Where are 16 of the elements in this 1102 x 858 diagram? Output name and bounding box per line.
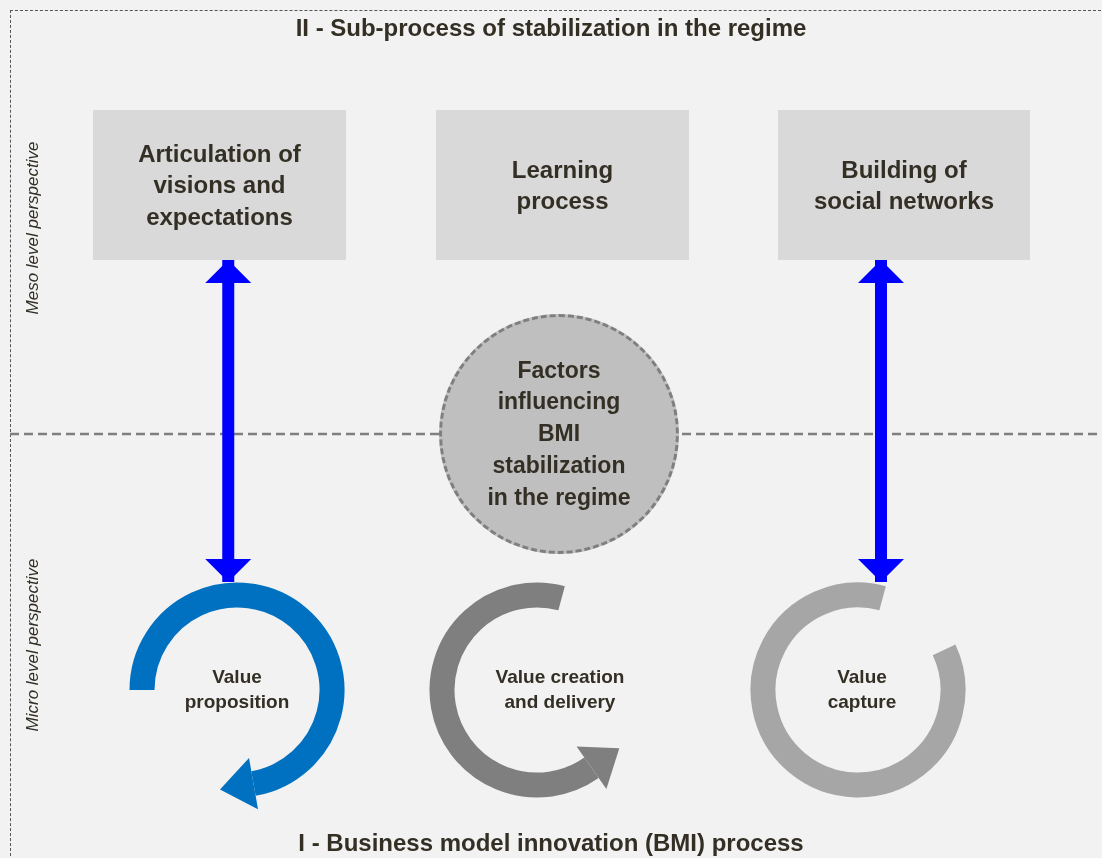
section-heading: II - Sub-process of stabilization in the regime [295,14,807,42]
cycle-label: Value creation and delivery [494,665,626,714]
section-heading: I - Business model innovation (BMI) process [298,829,804,857]
circle-text: Factors influencing BMI stabilization in the regime [486,355,632,512]
box-text: Learning process [510,154,615,216]
cycle-label: Value proposition [183,665,291,714]
cycle-label: Value capture [826,665,898,714]
axis-label: Micro level perspective [23,558,43,732]
process-box [93,110,346,260]
process-box [436,110,689,260]
double-arrow [205,260,252,582]
box-text: Building of social networks [812,154,996,216]
axis-label: Meso level perspective [23,141,43,315]
double-arrow [858,260,904,582]
process-box [778,110,1030,260]
box-text: Articulation of visions and expectations [137,139,302,232]
